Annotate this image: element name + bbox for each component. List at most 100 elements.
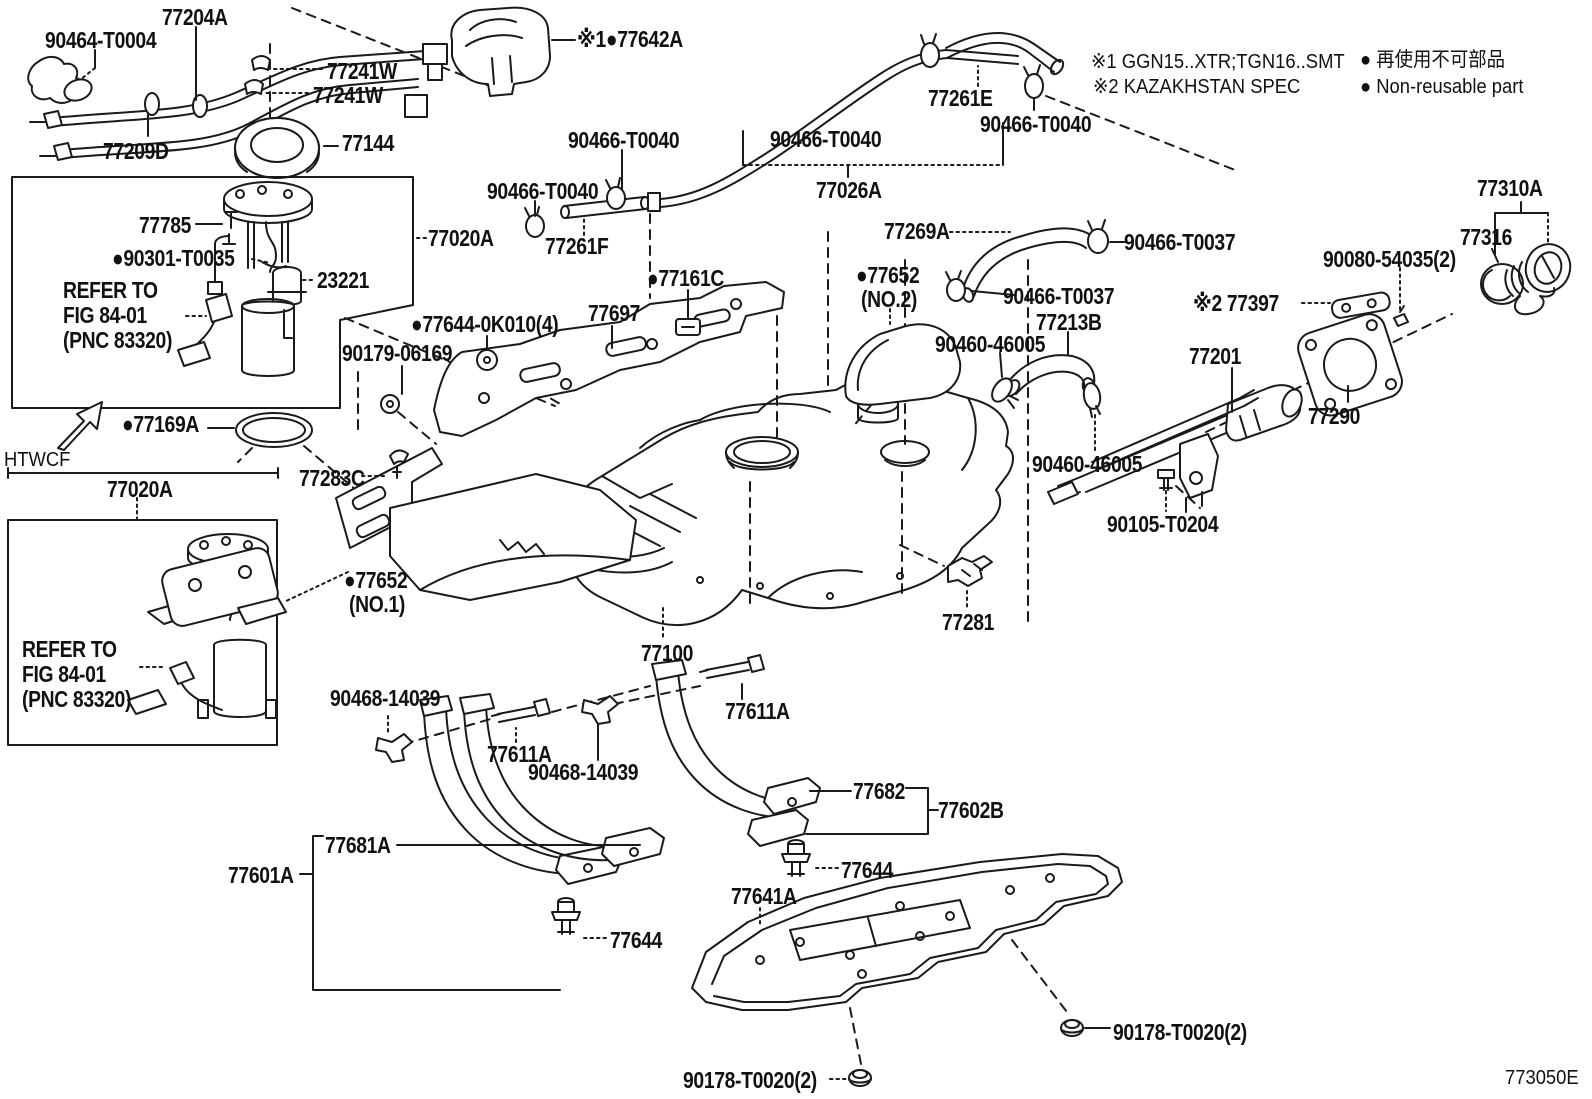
- part-label-77642a: ※1●77642A: [577, 26, 683, 52]
- part-label-77290: 77290: [1308, 403, 1361, 429]
- part-label-77144: 77144: [342, 130, 395, 156]
- pump-module-box-77020a: [11, 176, 414, 409]
- bracket-77397-icon: [1330, 291, 1391, 319]
- figure-code: 773050E: [1505, 1067, 1579, 1089]
- part-label-90466-t0037-b: 90466-T0037: [1003, 283, 1115, 309]
- part-label-77209d: 77209D: [103, 138, 169, 164]
- filler-pipe-77201: [1047, 384, 1303, 513]
- part-label-90179-06169: 90179-06169: [342, 340, 453, 366]
- bolt-77644-icons: [551, 839, 811, 935]
- part-label-77020a-1: 77020A: [428, 225, 494, 251]
- hose-77261e: [945, 32, 1065, 76]
- tank-strap-left-77681a: [419, 693, 665, 885]
- legend-nonreusable-jp: ● 再使用不可部品: [1360, 49, 1506, 71]
- part-label-90301-t0035: ●90301-T0035: [112, 245, 235, 271]
- part-label-77681a: 77681A: [325, 832, 391, 858]
- gasket-77169a: [235, 412, 313, 448]
- part-label-77161c: ●77161C: [647, 265, 725, 291]
- washer-77644-icon: [476, 349, 498, 371]
- part-label-77785: 77785: [139, 212, 192, 238]
- part-label-77644-left: 77644: [610, 927, 663, 953]
- part-label-90466-t0040-d: 90466-T0040: [980, 111, 1092, 137]
- tube-group-bracket: [742, 122, 1004, 178]
- part-label-77283c: 77283C: [299, 465, 365, 491]
- fuel-cap-77642a: [450, 6, 551, 97]
- part-label-77652-no1: ●77652 (NO.1): [344, 567, 408, 617]
- screw-90080-icon: [1393, 305, 1409, 327]
- grommet-90464-icon: [27, 56, 93, 104]
- tank-strap-right-77682: [651, 659, 821, 847]
- part-label-90460-46005-b: 90460-46005: [1032, 451, 1143, 477]
- part-label-77281: 77281: [942, 609, 995, 635]
- part-label-77026a: 77026A: [816, 177, 882, 203]
- part-label-77644-0k010: ●77644-0K010(4): [411, 311, 559, 337]
- part-label-77213b: 77213B: [1036, 309, 1102, 335]
- nut-90178-icons: [848, 1019, 1084, 1087]
- part-label-77316: 77316: [1460, 224, 1513, 250]
- part-label-90466-t0040-b: 90466-T0040: [487, 178, 599, 204]
- part-label-77652-no2: ●77652 (NO.2): [856, 262, 920, 312]
- part-label-77682: 77682: [853, 778, 906, 804]
- part-label-23221: 23221: [317, 267, 370, 293]
- part-label-90080-54035: 90080-54035(2): [1323, 246, 1456, 272]
- part-label-90466-t0040-a: 90466-T0040: [568, 127, 680, 153]
- pump-23221-icon: [267, 266, 307, 306]
- part-label-90178-t0020-left: 90178-T0020(2): [683, 1067, 817, 1093]
- part-label-77310a: 77310A: [1477, 175, 1543, 201]
- part-label-90468-14039-b: 90468-14039: [528, 759, 639, 785]
- part-label-77100: 77100: [641, 640, 694, 666]
- legend-note-2: ※2 KAZAKHSTAN SPEC: [1093, 76, 1301, 98]
- fuel-tube-77261f: [560, 196, 650, 219]
- part-label-77261e: 77261E: [928, 85, 993, 111]
- protector-77652-no1: [161, 473, 637, 627]
- clamp-90466-icons: [524, 33, 1044, 238]
- part-label-90460-46005-a: 90460-46005: [935, 331, 1046, 357]
- bolt-77611a-icons: [491, 654, 765, 723]
- htwcf-label: HTWCF: [4, 449, 71, 471]
- lock-ring-77144: [234, 117, 320, 179]
- clip-90468-icons: [375, 695, 619, 763]
- bolt-90105-icon: [1157, 469, 1175, 491]
- part-label-77397: ※2 77397: [1193, 290, 1279, 316]
- part-label-77241w-2: 77241W: [313, 82, 383, 108]
- leader-lines-dotted: [79, 65, 1401, 1080]
- fuel-tank-drawing: [563, 353, 1014, 626]
- refer-note-1: REFER TO FIG 84-01 (PNC 83320): [63, 277, 173, 353]
- leader-lines-solid: [94, 26, 1499, 1029]
- part-label-77644-right: 77644: [841, 857, 894, 883]
- part-label-90178-t0020-right: 90178-T0020(2): [1113, 1019, 1247, 1045]
- legend-note-1: ※1 GGN15..XTR;TGN16..SMT: [1091, 51, 1345, 73]
- hose-77269a: [945, 219, 1109, 303]
- shield-77290: [1297, 313, 1403, 417]
- part-label-90466-t0037-a: 90466-T0037: [1124, 229, 1236, 255]
- bolt-77785-icon: [222, 211, 238, 245]
- connector-77161c-icon: [675, 318, 701, 336]
- refer-note-2: REFER TO FIG 84-01 (PNC 83320): [22, 636, 132, 712]
- ring-77316: [1480, 263, 1524, 305]
- clip-77283c-icon: [389, 449, 409, 479]
- part-label-90466-t0040-c: 90466-T0040: [770, 126, 882, 152]
- part-label-77697: 77697: [588, 300, 641, 326]
- part-label-77601a: 77601A: [228, 862, 294, 888]
- washer-90179-icon: [380, 394, 400, 414]
- part-label-90105-t0204: 90105-T0204: [1107, 511, 1219, 537]
- part-label-77020a-2: 77020A: [107, 476, 173, 502]
- part-label-77269a: 77269A: [884, 218, 950, 244]
- part-label-77611a-right: 77611A: [725, 698, 790, 724]
- part-label-77204a: 77204A: [162, 4, 228, 30]
- fuel-filler-cap-77310a: [1504, 243, 1572, 316]
- part-label-77169a: ●77169A: [122, 411, 200, 437]
- part-label-77241w-1: 77241W: [327, 58, 397, 84]
- cap-group-bracket: [1494, 201, 1549, 255]
- protector-77652-no2: [844, 323, 962, 406]
- legend-nonreusable-en: ● Non-reusable part: [1360, 76, 1524, 98]
- bracket-77020a-no2: [7, 467, 279, 479]
- clip-77241w-icons: [244, 55, 271, 95]
- clip-77281-icon: [947, 555, 993, 587]
- part-label-90464-t0004: 90464-T0004: [45, 27, 157, 53]
- part-label-90468-14039-a: 90468-14039: [330, 685, 441, 711]
- hose-77213b: [991, 354, 1102, 418]
- part-label-77602b: 77602B: [938, 797, 1004, 823]
- part-label-77611a-left: 77611A: [487, 741, 552, 767]
- breather-tube-77026a: [647, 49, 1019, 212]
